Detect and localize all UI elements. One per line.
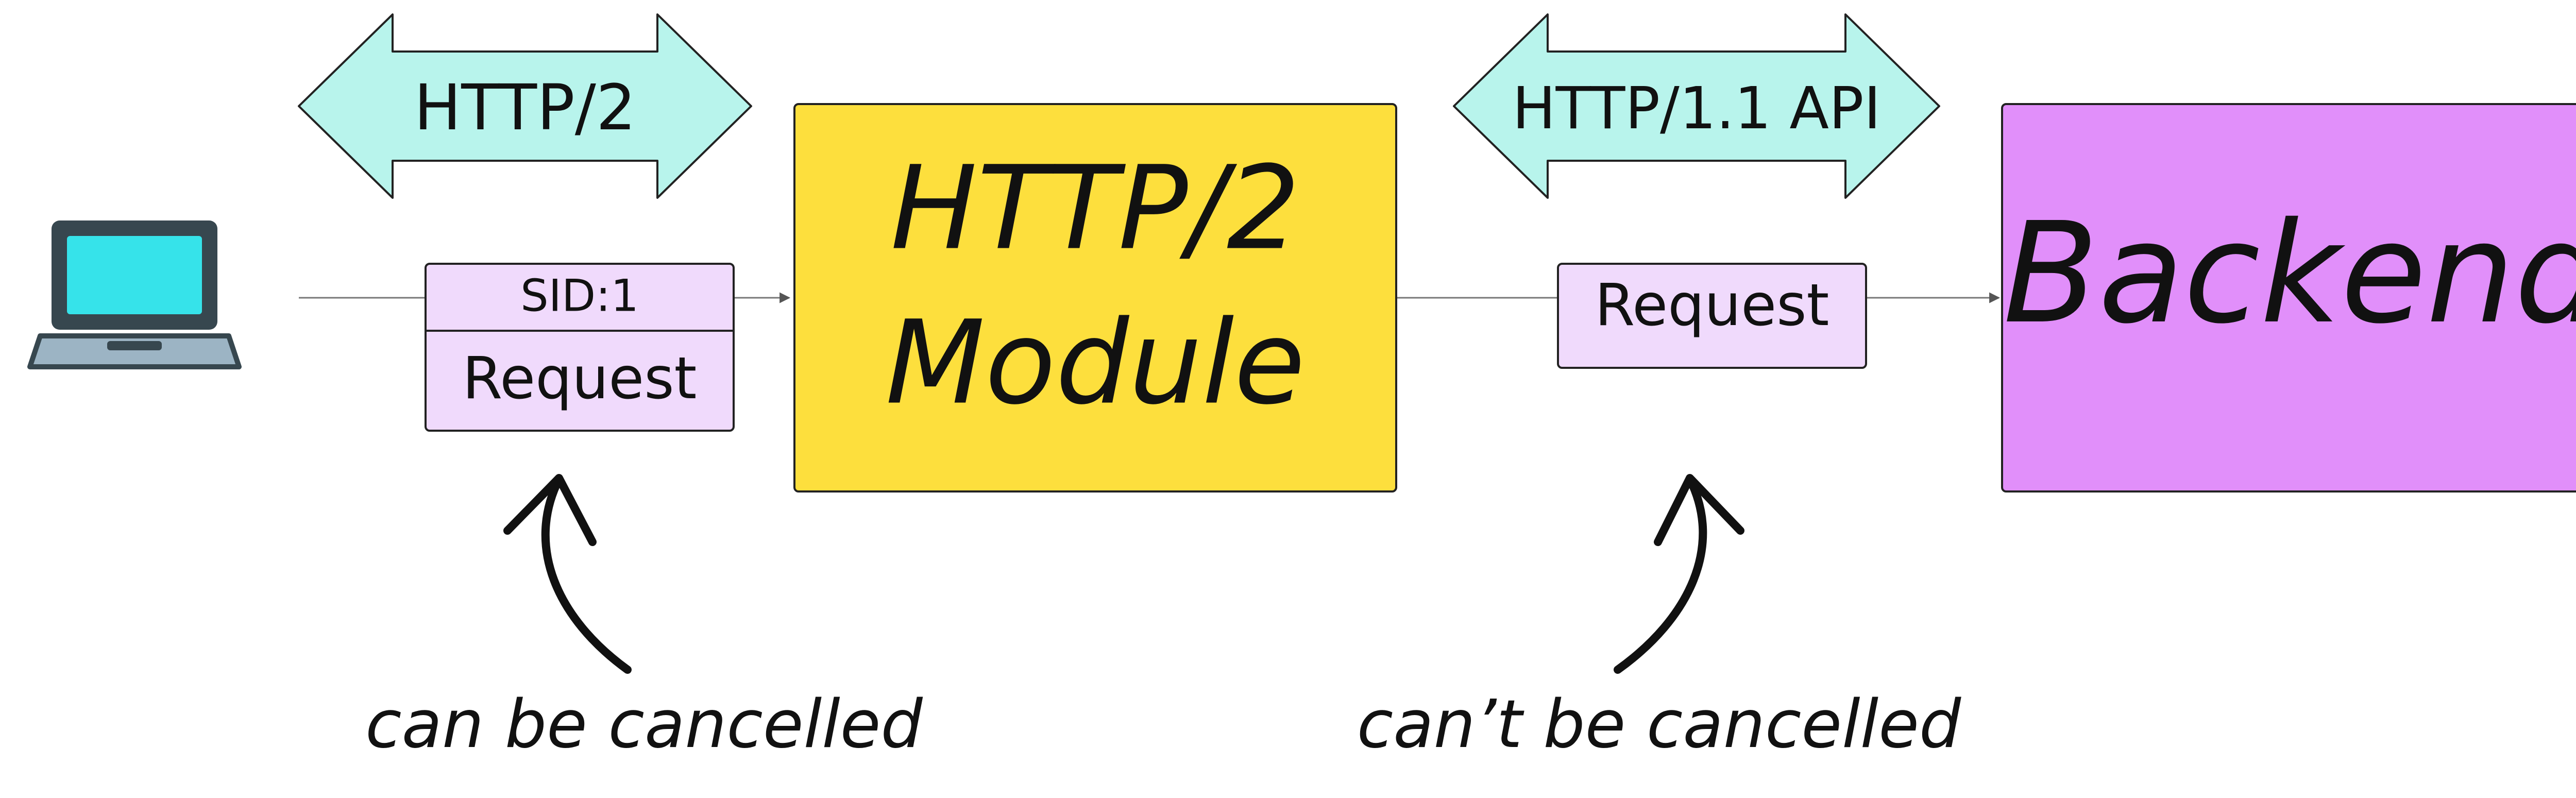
cant-be-cancelled-label: can’t be cancelled xyxy=(1357,686,1961,763)
backend-label: Backend xyxy=(2003,192,2576,354)
stream-id-label: SID:1 xyxy=(520,270,639,321)
can-be-cancelled-label: can be cancelled xyxy=(365,686,923,763)
request-label-left: Request xyxy=(463,345,697,412)
module-title-line1: HTTP/2 xyxy=(890,141,1300,276)
curved-arrow-icon xyxy=(503,474,632,674)
double-arrow-icon xyxy=(298,13,752,199)
module-title-line2: Module xyxy=(886,296,1306,430)
laptop-icon xyxy=(27,220,242,369)
backend-box: Backend xyxy=(2001,103,2576,493)
http11-api-arrow-label: HTTP/1.1 API xyxy=(1512,75,1880,142)
double-arrow-icon xyxy=(1453,13,1940,199)
curved-arrow-icon xyxy=(1614,474,1744,674)
request-label-right: Request xyxy=(1595,272,1829,339)
http2-double-arrow: HTTP/2 xyxy=(298,13,752,199)
http2-module-box: HTTP/2 Module xyxy=(793,103,1397,493)
http11-api-double-arrow: HTTP/1.1 API xyxy=(1453,13,1940,199)
request-box-sid1: SID:1 Request xyxy=(425,263,735,432)
request-box-backend: Request xyxy=(1557,263,1867,369)
http2-arrow-label: HTTP/2 xyxy=(414,71,636,144)
